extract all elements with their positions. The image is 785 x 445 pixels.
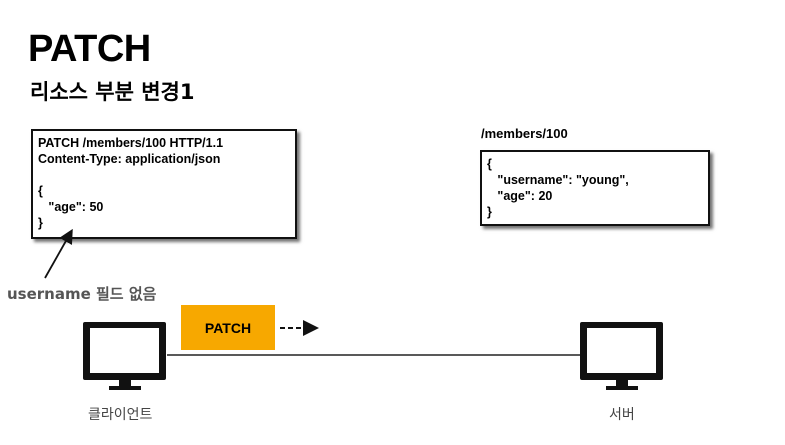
resource-state-box: { "username": "young", "age": 20 } xyxy=(480,150,710,226)
resource-body-line: "username": "young", xyxy=(487,173,629,187)
resource-body-line: "age": 20 xyxy=(487,189,553,203)
resource-path-label: /members/100 xyxy=(481,126,568,141)
request-message-box: PATCH /members/100 HTTP/1.1 Content-Type… xyxy=(31,129,297,239)
request-header-line: Content-Type: application/json xyxy=(38,152,221,166)
client-monitor-icon xyxy=(83,322,166,390)
resource-body-line: } xyxy=(487,205,492,219)
client-label: 클라이언트 xyxy=(88,407,153,423)
server-label: 서버 xyxy=(609,407,635,423)
page-title: PATCH xyxy=(28,28,151,70)
request-body-line: } xyxy=(38,216,43,230)
page-subtitle: 리소스 부분 변경1 xyxy=(30,80,195,104)
note-pointer-arrow xyxy=(44,228,73,279)
request-body-line: { xyxy=(38,184,43,198)
missing-field-note: username 필드 없음 xyxy=(7,285,157,303)
http-method-badge: PATCH xyxy=(181,305,275,350)
request-line: PATCH /members/100 HTTP/1.1 xyxy=(38,136,224,150)
request-body-line: "age": 50 xyxy=(38,200,104,214)
server-monitor-icon xyxy=(580,322,663,390)
resource-body-line: { xyxy=(487,157,492,171)
